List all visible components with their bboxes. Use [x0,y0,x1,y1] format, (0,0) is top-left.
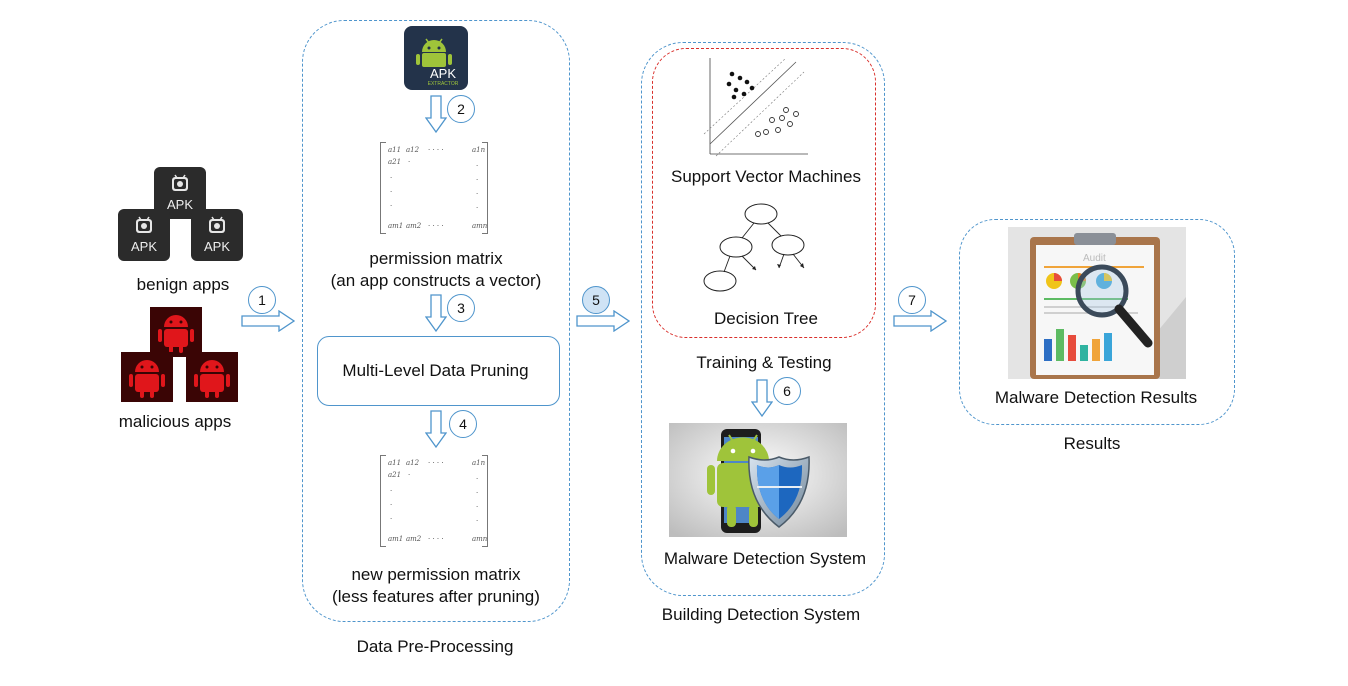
right-arrow-icon [241,310,295,332]
pruning-label: Multi-Level Data Pruning [342,361,529,380]
svg-text:Audit: Audit [1083,253,1106,264]
step-3-circle: 3 [447,294,475,322]
matrix-entry: am1 [388,222,404,230]
apk-extractor-icon: APK EXTRACTOR [404,26,468,90]
training-testing-label: Training & Testing [696,353,832,372]
svm-diagram-icon [703,57,808,157]
right-arrow-icon [893,310,947,332]
matrix-entry: a21 [388,471,402,479]
matrix-entry: amn [472,535,488,543]
down-arrow-icon [425,410,447,448]
decision-tree-label: Decision Tree [714,309,818,328]
benign-apk-icon: APK [154,167,206,219]
pruning-box: Multi-Level Data Pruning [317,336,560,406]
malicious-apps-label: malicious apps [118,412,232,431]
matrix-entry: a21 [388,158,402,166]
matrix-entry: am2 [406,535,422,543]
step-6-circle: 6 [773,377,801,405]
results-title: Results [1063,434,1121,453]
matrix-entry: am1 [388,535,404,543]
malicious-android-icon [121,352,173,402]
malicious-android-icon [150,307,202,357]
malicious-android-icon [186,352,238,402]
svg-text:APK: APK [204,239,230,254]
new-matrix-label: new permission matrix [351,565,521,584]
matrix-entry: a11 [388,146,402,154]
matrix-entry: a1n [472,459,486,467]
new-matrix-sublabel: (less features after pruning) [332,587,540,606]
benign-apps-label: benign apps [136,275,230,294]
step-5-circle: 5 [582,286,610,314]
malware-detection-system-label: Malware Detection System [663,549,867,568]
svm-label: Support Vector Machines [671,167,861,186]
new-permission-matrix: a11 a12 · · · · a1n a21 · ··· ···· am1 a… [380,455,488,547]
permission-matrix-label: permission matrix [369,249,503,268]
android-shield-icon [669,423,847,537]
matrix-entry: a11 [388,459,402,467]
permission-matrix-sublabel: (an app constructs a vector) [330,271,542,290]
svg-text:APK: APK [167,197,193,212]
decision-tree-icon [703,203,805,292]
down-arrow-icon [751,379,773,417]
step-4-circle: 4 [449,410,477,438]
step-2-circle: 2 [447,95,475,123]
matrix-entry: a12 [406,459,420,467]
svg-text:APK: APK [131,239,157,254]
preprocessing-group [302,20,570,622]
building-title: Building Detection System [661,605,861,624]
permission-matrix: a11 a12 · · · · a1n a21 · ··· ···· am1 a… [380,142,488,234]
benign-apk-icon: APK [191,209,243,261]
step-1-circle: 1 [248,286,276,314]
matrix-entry: amn [472,222,488,230]
matrix-entry: a1n [472,146,486,154]
results-group [959,219,1235,425]
matrix-entry: a12 [406,146,420,154]
benign-apk-icon: APK [118,209,170,261]
training-models-box [652,48,876,338]
step-7-circle: 7 [898,286,926,314]
svg-text:APK: APK [430,66,456,81]
building-group [641,42,885,596]
preprocessing-title: Data Pre-Processing [356,637,514,656]
malware-detection-results-label: Malware Detection Results [994,388,1198,407]
right-arrow-icon [576,310,630,332]
audit-report-icon: Audit [1008,227,1186,379]
down-arrow-icon [425,95,447,133]
svg-text:EXTRACTOR: EXTRACTOR [428,81,459,87]
matrix-entry: am2 [406,222,422,230]
down-arrow-icon [425,294,447,332]
